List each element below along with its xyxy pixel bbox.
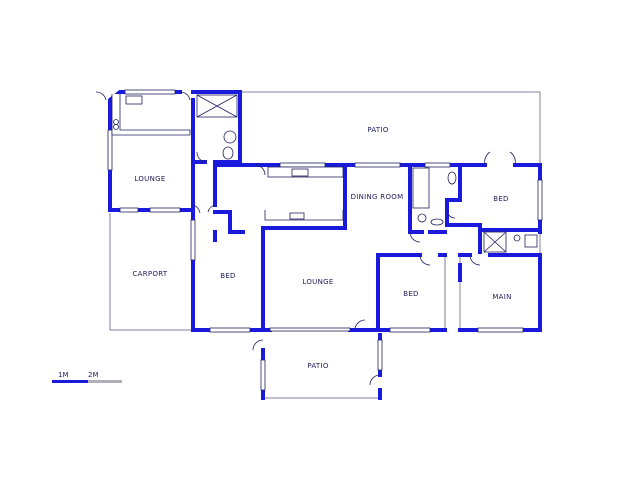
label-carport: CARPORT [132, 270, 167, 278]
fixtures [111, 94, 538, 253]
label-patio-bottom: PATIO [307, 362, 329, 370]
scale-bar: 1M 2M [52, 371, 122, 383]
room-labels: PATIO LOUNGE DINING ROOM BED CARPORT BED… [132, 126, 511, 370]
scale-segment-1 [52, 380, 88, 383]
label-main: MAIN [492, 293, 511, 301]
scale-label-2m: 2M [88, 371, 99, 379]
windows [107, 89, 543, 391]
walls [108, 90, 542, 400]
label-bed-left: BED [220, 272, 236, 280]
label-patio-top: PATIO [367, 126, 389, 134]
scale-segment-2 [88, 380, 122, 383]
scale-label-1m: 1M [58, 371, 69, 379]
label-dining-room: DINING ROOM [351, 193, 404, 201]
doors [95, 91, 516, 386]
label-lounge-center: LOUNGE [302, 278, 333, 286]
label-bed-center: BED [403, 290, 419, 298]
outline-lines [109, 91, 541, 399]
label-bed-top-right: BED [493, 195, 509, 203]
label-lounge-left: LOUNGE [134, 175, 165, 183]
